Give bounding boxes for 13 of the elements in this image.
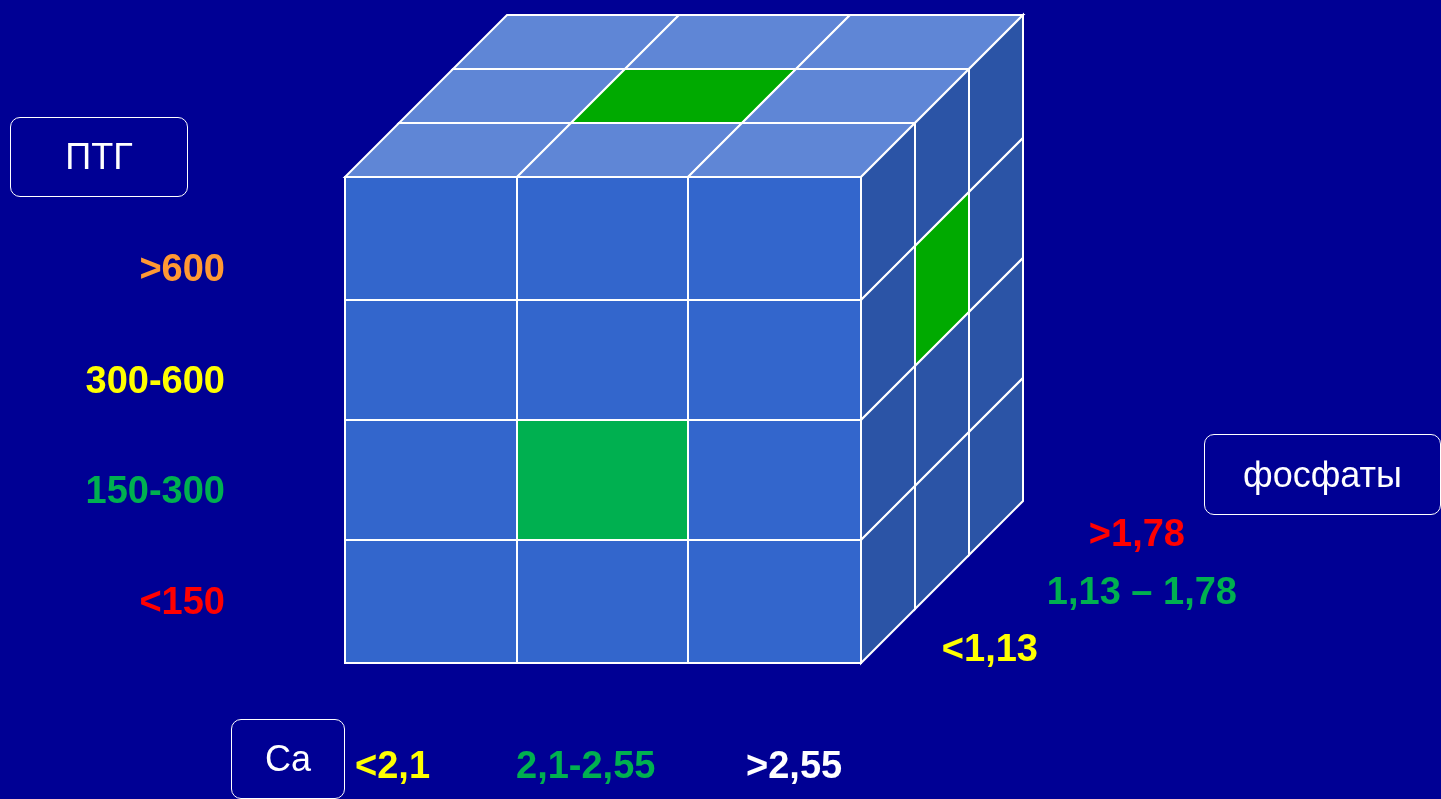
range-label: 150-300 [85,471,225,509]
axis-label-box: фосфаты [1204,434,1441,515]
range-label: 2,1-2,55 [516,746,656,784]
range-label: >2,55 [746,746,843,784]
range-label: <2,1 [355,746,431,784]
range-label: >1,78 [1088,514,1185,552]
range-label: 1,13 – 1,78 [1046,572,1237,610]
range-label: 300-600 [85,361,225,399]
axis-label-box: Ca [231,719,345,799]
axis-label-box: ПТГ [10,117,188,197]
range-label: >600 [139,249,225,287]
range-label: <1,13 [941,629,1038,667]
range-label: <150 [139,582,225,620]
